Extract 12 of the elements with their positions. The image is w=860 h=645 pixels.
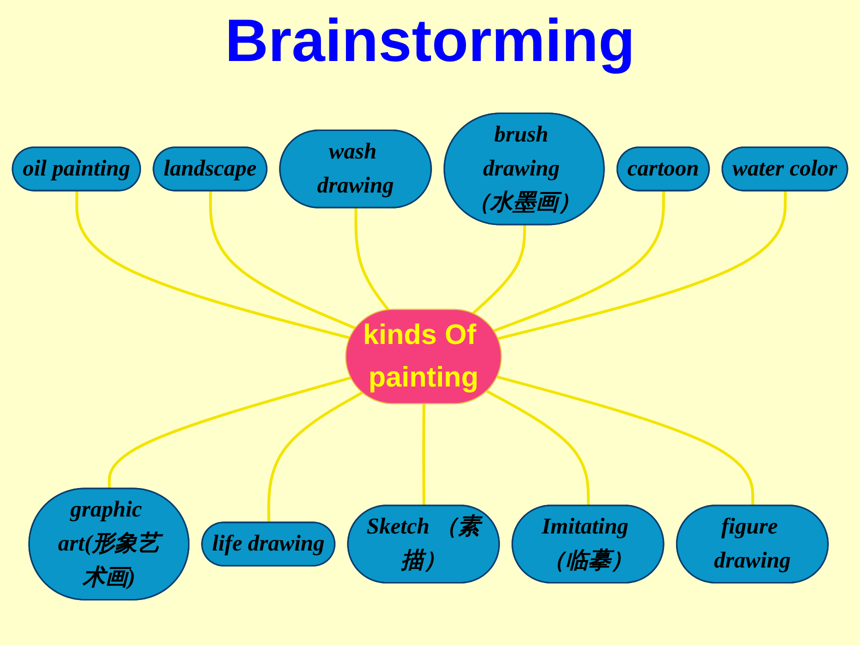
connector <box>422 404 426 506</box>
connector <box>486 390 590 506</box>
connector <box>496 375 754 506</box>
connector <box>498 190 787 340</box>
title: Brainstorming <box>224 6 636 76</box>
connector <box>267 390 364 522</box>
connector <box>493 190 666 332</box>
connector <box>354 208 390 310</box>
connector <box>209 190 356 330</box>
connector <box>108 376 352 488</box>
connector <box>472 224 526 314</box>
connector <box>75 190 351 339</box>
